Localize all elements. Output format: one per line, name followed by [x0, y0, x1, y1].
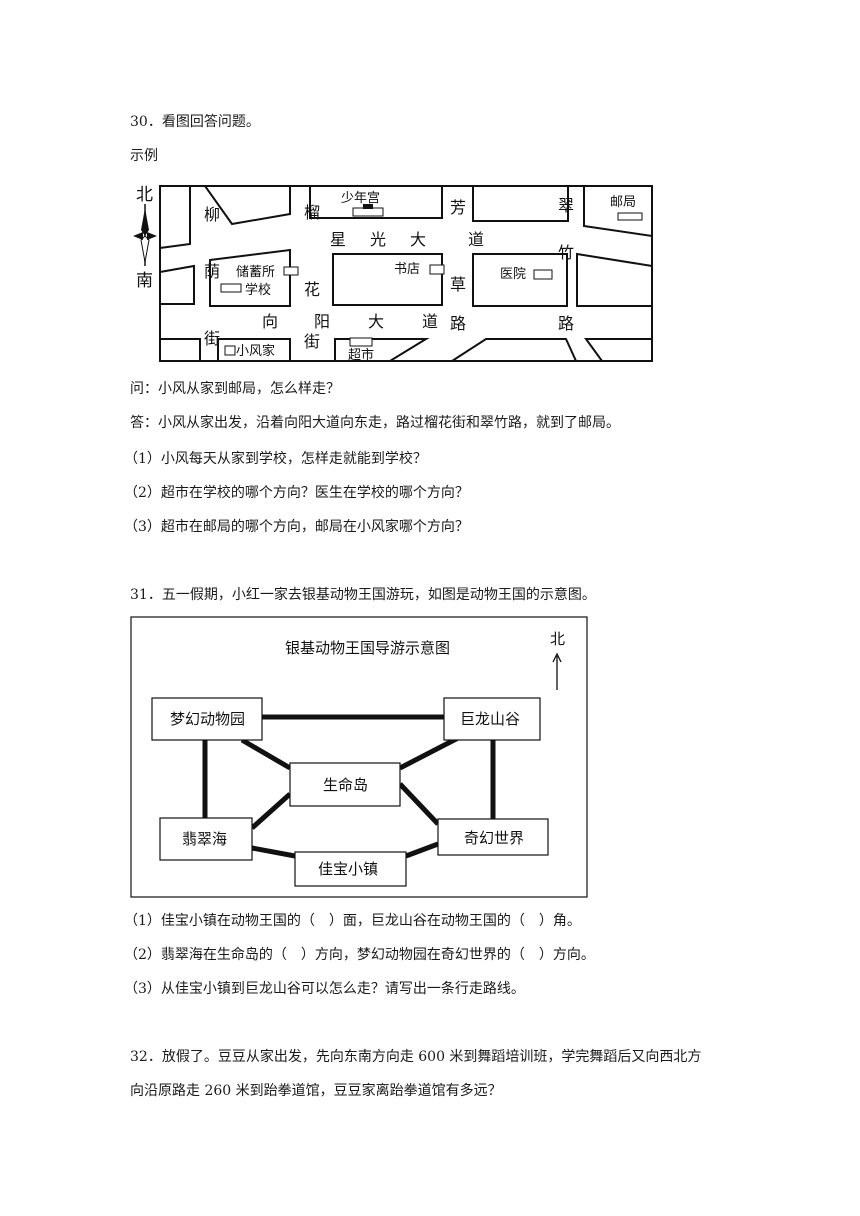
q30-answer: 答：小风从家出发，沿着向阳大道向东走，路过榴花街和翠竹路，就到了邮局。	[130, 415, 620, 431]
street-char-da2: 大	[368, 312, 384, 331]
q30-example-label: 示例	[130, 148, 158, 164]
building-icon	[220, 283, 242, 293]
q31-sub2: （2）翡翠海在生命岛的（ ）方向，梦幻动物园在奇幻世界的（ ）方向。	[124, 947, 595, 963]
q32-line1: 32．放假了。豆豆从家出发，先向东南方向走 600 米到舞蹈培训班，学完舞蹈后又…	[130, 1049, 702, 1065]
street-char-lu-right: 路	[558, 314, 574, 333]
street-char-liu2: 榴	[304, 203, 320, 222]
building-icon	[533, 269, 553, 280]
building-icon	[352, 204, 384, 217]
q32-line2: 向沿原路走 260 米到跆拳道馆，豆豆家离跆拳道馆有多远？	[130, 1083, 502, 1099]
q30-street-map: 北 南 柳 荫 街 榴 花 街 芳 草 路 翠 竹	[133, 185, 653, 363]
place-post-office: 邮局	[610, 195, 636, 210]
q30-question: 问：小风从家到邮局，怎么样走？	[130, 381, 340, 397]
q30-title: 30．看图回答问题。	[130, 114, 260, 130]
place-youth-palace: 少年宫	[341, 191, 380, 206]
place-dragon-valley: 巨龙山谷	[460, 710, 520, 728]
street-char-dao1: 道	[468, 230, 484, 249]
street-char-zhu: 竹	[558, 243, 574, 262]
place-supermarket: 超市	[348, 347, 374, 363]
street-char-jie-mid: 街	[304, 332, 320, 351]
q31-sub1: （1）佳宝小镇在动物王国的（ ）面，巨龙山谷在动物王国的（ ）角。	[124, 913, 581, 929]
north-label: 北	[550, 630, 565, 648]
building-icon	[429, 264, 445, 275]
compass-south-label: 南	[136, 271, 153, 291]
zoo-map-title: 银基动物王国导游示意图	[285, 639, 450, 657]
building-icon	[617, 212, 643, 221]
q31-title: 31．五一假期，小红一家去银基动物王国游玩，如图是动物王国的示意图。	[130, 587, 596, 603]
street-char-dao2: 道	[422, 312, 438, 331]
place-fantasy-world: 奇幻世界	[464, 829, 524, 847]
street-char-yin: 荫	[204, 262, 220, 281]
compass-north-label: 北	[136, 185, 153, 205]
place-hospital: 医院	[500, 267, 526, 282]
place-life-island: 生命岛	[323, 776, 368, 794]
q31-sub3: （3）从佳宝小镇到巨龙山谷可以怎么走？请写出一条行走路线。	[124, 981, 525, 997]
street-char-liu: 柳	[204, 205, 220, 224]
street-char-hua: 花	[304, 280, 320, 299]
street-char-da1: 大	[410, 230, 426, 249]
place-xiaofeng-home: 小风家	[236, 343, 275, 359]
building-icon	[283, 266, 299, 276]
place-dream-zoo: 梦幻动物园	[170, 710, 245, 728]
place-jiabao-town: 佳宝小镇	[318, 860, 378, 878]
q30-sub2: （2）超市在学校的哪个方向？医生在学校的哪个方向？	[124, 485, 469, 501]
q31-zoo-map: 银基动物王国导游示意图 北 梦幻动物园 巨龙山谷 生命岛 翡翠海 奇幻世界 佳宝…	[130, 616, 588, 898]
street-char-yang: 阳	[314, 312, 330, 331]
street-char-jie-left: 街	[204, 329, 220, 348]
building-icon	[224, 345, 236, 356]
place-savings: 储蓄所	[236, 265, 275, 280]
street-char-xing: 星	[330, 230, 346, 249]
street-char-xiang: 向	[262, 312, 278, 331]
street-char-cao: 草	[450, 275, 466, 294]
building-icon	[349, 337, 373, 347]
place-bookstore: 书店	[394, 262, 420, 277]
street-char-fang: 芳	[450, 198, 466, 217]
q30-sub3: （3）超市在邮局的哪个方向，邮局在小风家哪个方向？	[124, 519, 469, 535]
street-char-guang: 光	[370, 230, 386, 249]
place-school: 学校	[245, 282, 271, 298]
street-char-cui: 翠	[558, 196, 574, 215]
compass-icon: 北 南	[133, 185, 157, 291]
place-emerald-sea: 翡翠海	[182, 830, 227, 848]
q30-sub1: （1）小风每天从家到学校，怎样走就能到学校？	[124, 451, 427, 467]
street-char-lu-mid: 路	[450, 314, 466, 333]
north-arrow-icon: 北	[550, 630, 565, 690]
